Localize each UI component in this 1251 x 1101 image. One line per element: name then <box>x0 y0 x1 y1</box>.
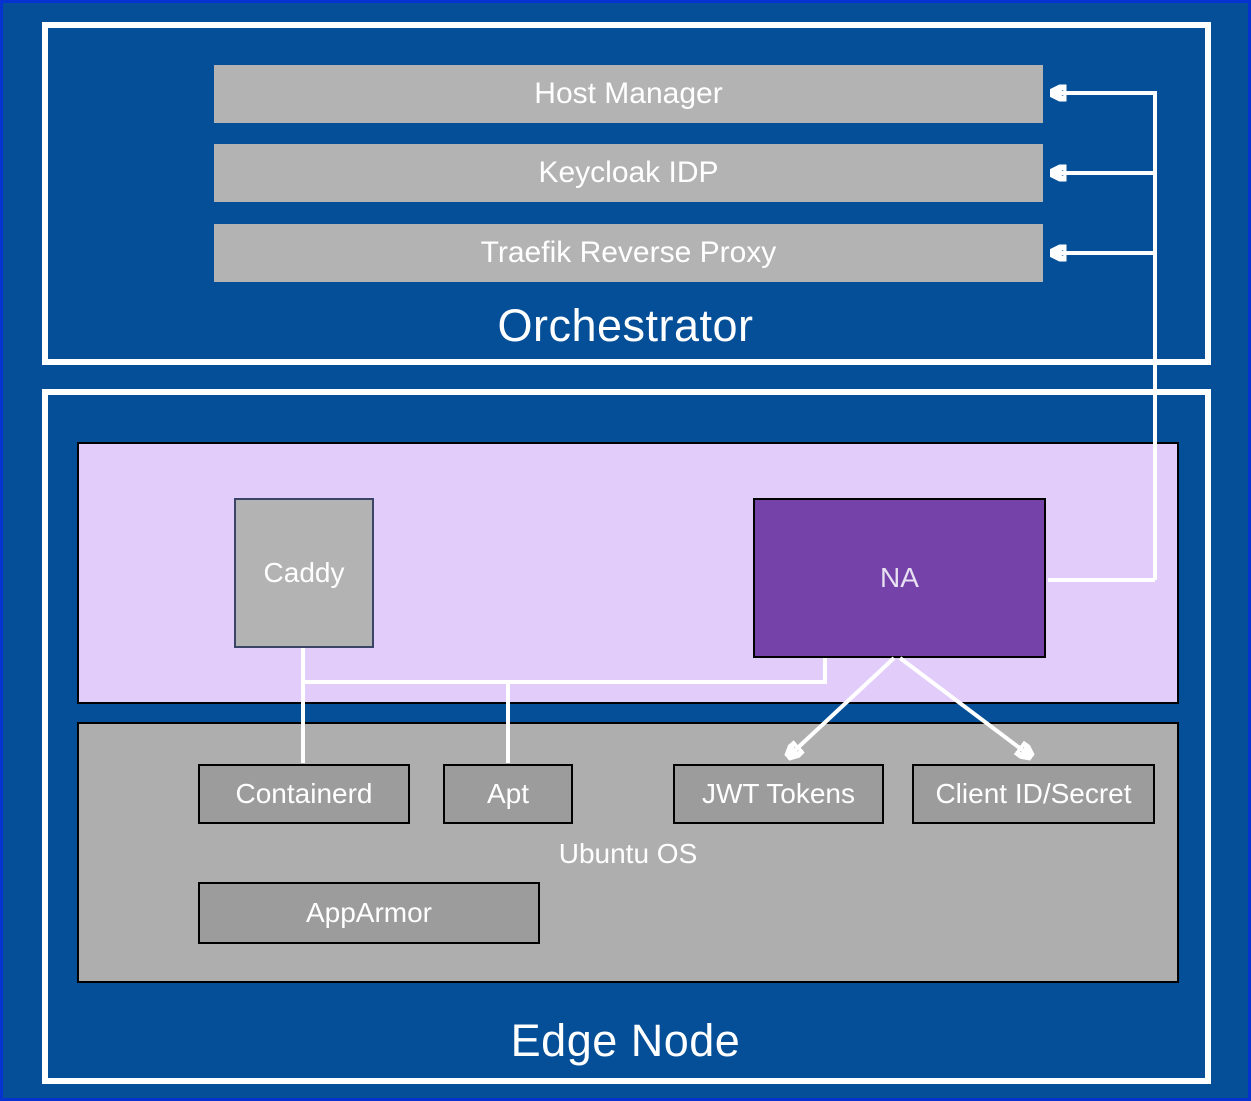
jwt-tokens-box: JWT Tokens <box>673 764 884 824</box>
apt-box: Apt <box>443 764 573 824</box>
na-label: NA <box>880 562 919 593</box>
apparmor-box: AppArmor <box>198 882 540 944</box>
caddy-box: Caddy <box>234 498 374 648</box>
keycloak-idp-bar: Keycloak IDP <box>214 144 1043 202</box>
client-id-secret-label: Client ID/Secret <box>935 778 1132 809</box>
ubuntu-os-label: Ubuntu OS <box>558 838 698 869</box>
apparmor-label: AppArmor <box>305 897 433 928</box>
traefik-reverse-proxy-label: Traefik Reverse Proxy <box>480 236 777 269</box>
traefik-reverse-proxy-bar: Traefik Reverse Proxy <box>214 224 1043 282</box>
client-id-secret-box: Client ID/Secret <box>912 764 1155 824</box>
orchestrator-group-box <box>42 22 1211 365</box>
keycloak-idp-label: Keycloak IDP <box>538 156 719 189</box>
host-manager-label: Host Manager <box>534 77 723 110</box>
apt-label: Apt <box>486 778 530 809</box>
caddy-label: Caddy <box>263 557 345 588</box>
edge-node-group-box <box>42 389 1211 1084</box>
edge-node-title: Edge Node <box>510 1015 741 1066</box>
jwt-tokens-label: JWT Tokens <box>701 778 855 809</box>
containerd-label: Containerd <box>235 778 373 809</box>
containerd-box: Containerd <box>198 764 410 824</box>
orchestrator-title: Orchestrator <box>497 300 754 351</box>
na-box: NA <box>753 498 1046 658</box>
host-manager-bar: Host Manager <box>214 65 1043 123</box>
